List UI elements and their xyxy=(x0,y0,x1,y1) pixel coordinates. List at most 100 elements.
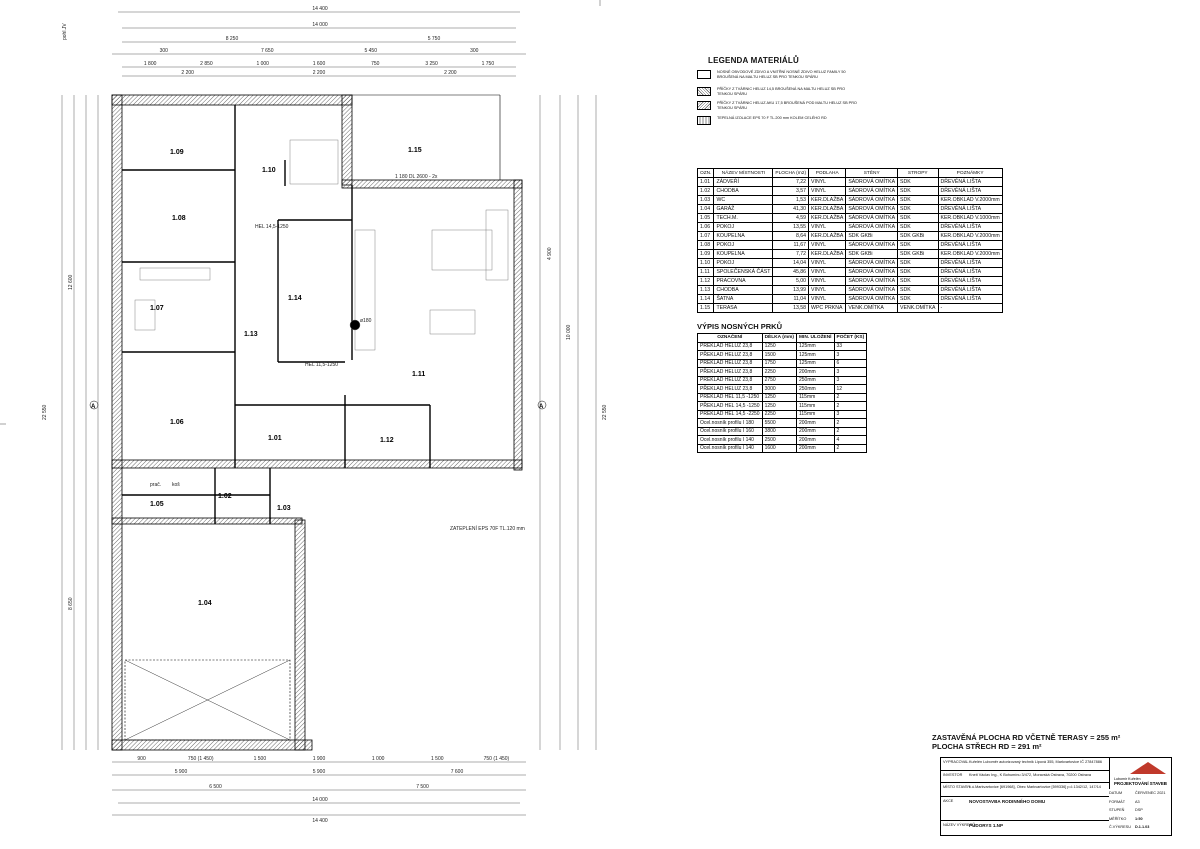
lintels-cell-4-2: 250mm xyxy=(795,375,835,385)
lintels-cell-4-0: PŘEKLAD HELUZ 23,8 xyxy=(697,375,763,385)
room-label-1-13: 1.13 xyxy=(244,331,258,338)
rooms-cell-13-4: SÁDROVÁ OMÍTKA xyxy=(845,294,899,304)
room-label-1-03: 1.03 xyxy=(277,505,291,512)
rooms-cell-9-1: POKOJ xyxy=(713,258,774,268)
rooms-cell-8-5: SDK GKBi xyxy=(897,249,939,259)
right-dimensions xyxy=(539,95,597,750)
bottom-row3-0: 6 500 xyxy=(209,784,222,790)
lintels-cell-9-3: 2 xyxy=(833,418,868,428)
bottom-row1-3: 1 900 xyxy=(313,756,326,762)
rooms-cell-1-1: CHODBA xyxy=(713,186,774,196)
rooms-cell-6-5: SDK GKBi xyxy=(897,231,939,241)
lintels-cell-7-2: 115mm xyxy=(795,401,835,411)
lintels-cell-12-3: 2 xyxy=(833,443,868,453)
lintels-cell-4-1: 2750 xyxy=(761,375,797,385)
rooms-cell-10-3: VINYL xyxy=(808,267,847,277)
room-label-1-06: 1.06 xyxy=(170,419,184,426)
lintels-header-3: POČET (KS) xyxy=(833,333,868,343)
rooms-cell-2-2: 1,53 xyxy=(772,195,810,205)
rooms-cell-3-3: KER.DLAŽBA xyxy=(808,204,847,214)
rooms-cell-11-1: PRACOVNA xyxy=(713,276,774,286)
rooms-cell-7-1: POKOJ xyxy=(713,240,774,250)
lintels-cell-12-2: 200mm xyxy=(795,443,835,453)
lintels-cell-6-2: 115mm xyxy=(795,392,835,402)
title-block-label-1: INVESTOR xyxy=(943,773,963,777)
small-room-word-1: prač. xyxy=(150,482,161,488)
dim-row2-top: 14 000 xyxy=(312,22,328,28)
company-tagline: PROJEKTOVÁNÍ STAVEB xyxy=(1114,781,1167,786)
small-room-word-2: koš xyxy=(172,482,180,488)
meta-label-3: MĚŘÍTKO xyxy=(1109,816,1127,821)
rooms-cell-11-6: DŘEVĚNÁ LIŠTA xyxy=(937,276,1003,286)
terrace-outline xyxy=(124,94,501,741)
lintels-cell-0-3: 33 xyxy=(833,341,868,351)
company-name: Lubomír Kuřelén xyxy=(1114,777,1141,781)
rooms-cell-13-5: SDK xyxy=(897,294,939,304)
meta-label-1: FORMÁT xyxy=(1109,799,1126,804)
plan-note-door: 1 180 DL 2600 - 2x xyxy=(395,174,438,180)
furniture xyxy=(134,139,509,351)
company-logo: Lubomír Kuřelén PROJEKTOVÁNÍ STAVEB xyxy=(1109,758,1172,789)
area-roof: PLOCHA STŘECH RD = 291 m² xyxy=(932,742,1042,752)
lintels-cell-10-0: Ocel.nosník profilu I 160 xyxy=(697,426,763,436)
rooms-cell-2-5: SDK xyxy=(897,195,939,205)
rooms-cell-11-4: SÁDROVÁ OMÍTKA xyxy=(845,276,899,286)
lintels-cell-3-0: PŘEKLAD HELUZ 23,8 xyxy=(697,367,763,377)
dim-left-2: 8 650 xyxy=(68,597,74,610)
bottom-row1-4: 1 000 xyxy=(372,756,385,762)
top-row5-1: 2 850 xyxy=(200,61,213,67)
lintels-cell-1-2: 125mm xyxy=(795,350,835,360)
rooms-cell-1-5: SDK xyxy=(897,186,939,196)
lintels-cell-10-2: 200mm xyxy=(795,426,835,436)
rooms-cell-2-1: WC xyxy=(713,195,774,205)
rooms-cell-9-3: VINYL xyxy=(808,258,847,268)
title-block-value-0: Kuřelén Luboměr autorizovaný technik Lip… xyxy=(969,760,1102,764)
top-row5-2: 1 000 xyxy=(256,61,269,67)
rooms-cell-6-1: KOUPELNA xyxy=(713,231,774,241)
title-block-value-3: NOVOSTAVBA RODINNÉHO DOMU xyxy=(969,799,1046,804)
plan-note-column: ø180 xyxy=(360,318,372,324)
lintels-cell-1-3: 3 xyxy=(833,350,868,360)
top-row4-1: 7 650 xyxy=(261,48,274,54)
top-row6-2: 2 200 xyxy=(444,70,457,76)
lintels-cell-10-1: 3800 xyxy=(761,426,797,436)
top-row5-6: 1 750 xyxy=(482,61,495,67)
rooms-cell-7-6: DŘEVĚNÁ LIŠTA xyxy=(937,240,1003,250)
rooms-cell-13-2: 11,04 xyxy=(772,294,810,304)
bottom-row1-6: 750 (1 450) xyxy=(484,756,510,762)
rooms-cell-7-2: 11,67 xyxy=(772,240,810,250)
plan-note-lintel: HEL 14,5-1250 xyxy=(255,224,289,230)
lintels-cell-2-2: 125mm xyxy=(795,358,835,368)
rooms-cell-4-4: SÁDROVÁ OMÍTKA xyxy=(845,213,899,223)
legend-text-1: PŘÍČKY Z TVÁRNIC HELUZ 14,5 BROUŠENÁ NA … xyxy=(717,87,846,96)
lintels-cell-10-3: 2 xyxy=(833,426,868,436)
dim-total-top: 14 400 xyxy=(312,6,328,12)
rooms-cell-0-5: SDK xyxy=(897,177,939,187)
area-summary: ZASTAVĚNÁ PLOCHA RD VČETNĚ TERASY = 255 … xyxy=(932,733,1120,752)
rooms-header-5: STROPY xyxy=(897,168,939,178)
lintels-cell-3-3: 3 xyxy=(833,367,868,377)
title-block-label-2: MÍSTO STAVBY xyxy=(943,785,971,789)
rooms-header-0: OZN. xyxy=(696,168,715,178)
legend-text-3: TEPELNÁ IZOLACE EPS 70 F TL.200 mm KOLEM… xyxy=(717,116,827,120)
lintels-cell-0-0: PŘEKLAD HELUZ 23,8 xyxy=(697,341,763,351)
rooms-cell-6-2: 8,64 xyxy=(772,231,810,241)
dim-total-bottom2: 14 400 xyxy=(312,818,328,824)
title-block-value-2: k.ú.Markvartovice [691968], Obec Markvar… xyxy=(969,785,1101,789)
lintels-cell-11-3: 4 xyxy=(833,435,868,445)
room-label-1-04: 1.04 xyxy=(198,600,212,607)
rooms-cell-9-6: DŘEVĚNÁ LIŠTA xyxy=(937,258,1003,268)
rooms-cell-14-2: 13,58 xyxy=(772,303,810,313)
top-row6-0: 2 200 xyxy=(181,70,194,76)
